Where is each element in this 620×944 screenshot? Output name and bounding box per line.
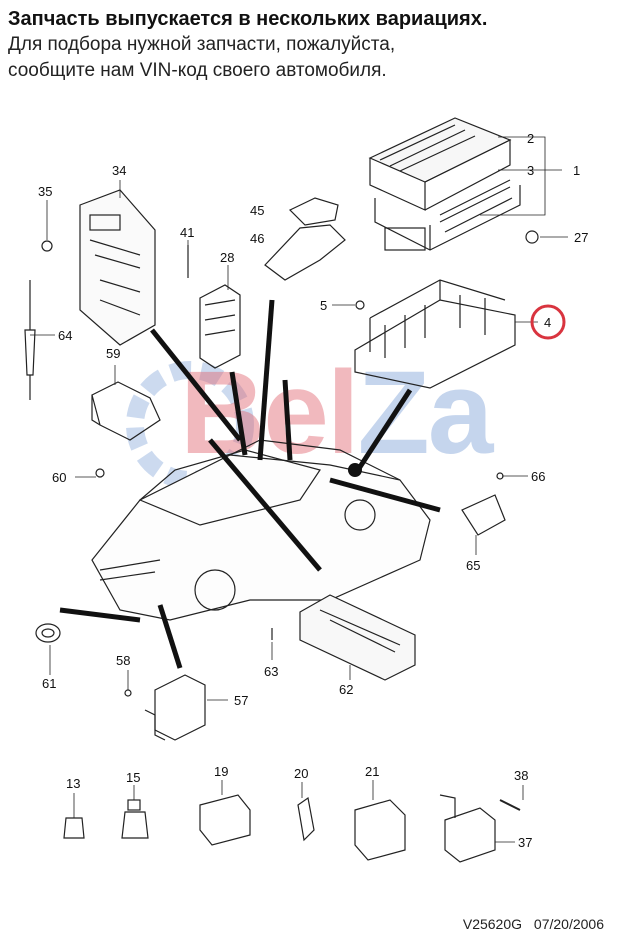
- car-illustration: [91, 439, 431, 621]
- fuse-box-cover: [368, 117, 521, 251]
- screw-part-38: [499, 799, 521, 811]
- callout-60: 60: [52, 470, 66, 485]
- watermark-gear-icon: [126, 361, 254, 489]
- watermark-text: BelZa: [180, 345, 494, 481]
- screw-part-58: [124, 689, 132, 697]
- callout-57: 57: [234, 693, 248, 708]
- callout-19: 19: [214, 764, 228, 779]
- fuse-box-tray: [354, 279, 516, 389]
- callout-20: 20: [294, 766, 308, 781]
- callout-1: 1: [573, 163, 580, 178]
- page-header: Запчасть выпускается в нескольких вариац…: [8, 6, 614, 84]
- relay-part-37: [439, 794, 496, 863]
- socket-part-61: [35, 623, 61, 643]
- watermark-blue-text: Za: [357, 347, 494, 479]
- car-marker-dot: [348, 463, 362, 477]
- diagram-code: V25620G: [462, 916, 523, 932]
- header-title: Запчасть выпускается в нескольких вариац…: [8, 8, 488, 30]
- fuse-part-15: [121, 799, 149, 839]
- callout-63: 63: [264, 664, 278, 679]
- diagram-date: 07/20/2006: [533, 916, 604, 932]
- leader-lines: [30, 136, 568, 843]
- module-part-57: [144, 674, 206, 741]
- bracket-part-45: [288, 197, 339, 226]
- fuse-box-part-62: [299, 594, 416, 681]
- callout-2: 2: [527, 131, 534, 146]
- relay-part-21: [354, 799, 406, 861]
- relay-part-20: [297, 796, 315, 842]
- bracket-part-65: [461, 494, 506, 536]
- callout-46: 46: [250, 231, 264, 246]
- callout-45: 45: [250, 203, 264, 218]
- relay-part-19: [199, 794, 251, 846]
- callout-61: 61: [42, 676, 56, 691]
- callout-58: 58: [116, 653, 130, 668]
- bracket-part-46: [264, 224, 346, 281]
- callout-62: 62: [339, 682, 353, 697]
- callout-38: 38: [514, 768, 528, 783]
- callout-35: 35: [38, 184, 52, 199]
- callout-13: 13: [66, 776, 80, 791]
- clip-part-5: [355, 300, 365, 310]
- header-line-3: сообщите нам VIN-код своего автомобиля.: [8, 60, 387, 81]
- callout-65: 65: [466, 558, 480, 573]
- screw-part-60: [95, 468, 105, 478]
- callout-66: 66: [531, 469, 545, 484]
- callout-37: 37: [518, 835, 532, 850]
- highlight-circle: [530, 304, 566, 340]
- watermark-logo: BelZa: [110, 347, 530, 489]
- pointer-lines: [59, 299, 441, 669]
- nut-part-35: [41, 240, 53, 252]
- diagram-footer: V25620G 07/20/2006: [455, 916, 604, 932]
- callout-3: 3: [527, 163, 534, 178]
- callout-28: 28: [220, 250, 234, 265]
- fuse-part-13: [63, 817, 85, 839]
- callout-59: 59: [106, 346, 120, 361]
- callout-21: 21: [365, 764, 379, 779]
- callout-41: 41: [180, 225, 194, 240]
- callout-27: 27: [574, 230, 588, 245]
- callout-4: 4: [544, 315, 551, 330]
- callout-34: 34: [112, 163, 126, 178]
- relay-block-part-28: [199, 284, 241, 369]
- antenna-part-64: [24, 280, 36, 400]
- control-module-part-34: [79, 189, 156, 346]
- header-line-2: Для подбора нужной запчасти, пожалуйста,: [8, 34, 396, 55]
- callout-64: 64: [58, 328, 72, 343]
- callout-15: 15: [126, 770, 140, 785]
- nut-part-27: [525, 230, 539, 244]
- callout-5: 5: [320, 298, 327, 313]
- sensor-part-59: [91, 381, 161, 441]
